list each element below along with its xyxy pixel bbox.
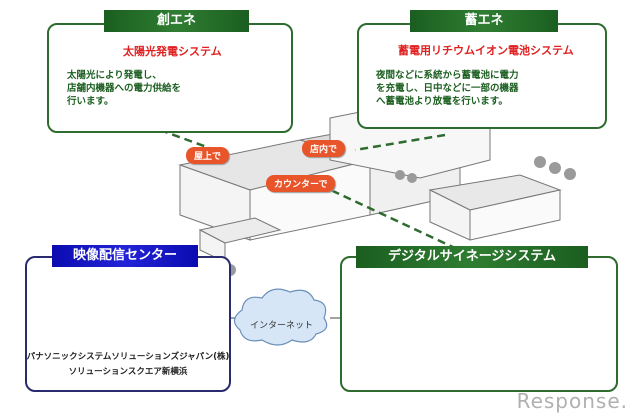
battery-system-subtitle: 蓄電用リチウムイオン電池システム: [398, 44, 574, 57]
internet-label: インターネット: [250, 321, 314, 331]
tag-in-store: 店内で: [302, 140, 346, 157]
org-name-line1: パナソニックシステムソリューションズジャパン(株): [26, 352, 230, 362]
solar-energy-title: 創エネ: [104, 10, 249, 32]
dashed-connectors: [159, 128, 471, 257]
storage-description: 夜間などに系統から蓄電池に電力 を充電し、日中などに一部の機器 へ蓄電池より放電…: [376, 70, 519, 107]
tag-rooftop: 屋上で: [186, 147, 230, 164]
org-name-line2: ソリューションスクエア新横浜: [68, 367, 188, 377]
video-center-title: 映像配信センター: [52, 245, 198, 267]
video-center-panel: [25, 256, 231, 392]
response-watermark: Response.: [516, 389, 628, 413]
tag-counter: カウンターで: [266, 175, 336, 192]
solar-system-subtitle: 太陽光発電システム: [123, 45, 222, 58]
digital-signage-title: デジタルサイネージシステム: [356, 246, 588, 268]
storage-energy-title: 蓄エネ: [410, 10, 558, 32]
solar-energy-panel: [47, 23, 293, 133]
solar-description: 太陽光により発電し、 店舗内機器への電力供給を 行います。: [67, 70, 182, 107]
digital-signage-panel: [340, 256, 618, 392]
internet-cloud-icon: [233, 288, 328, 346]
storage-energy-panel: [357, 23, 607, 129]
